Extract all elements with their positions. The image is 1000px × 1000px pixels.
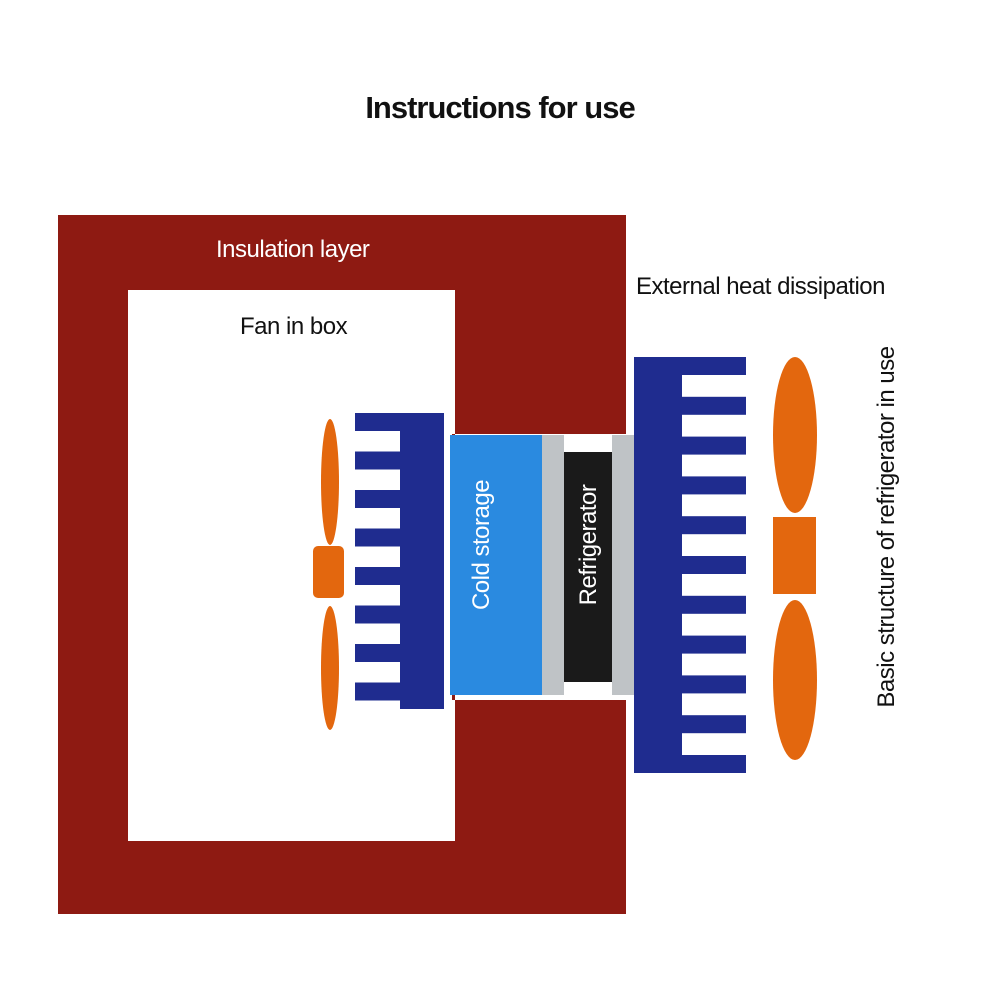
inner-heat-sink-fin — [355, 605, 400, 624]
outer-fan-hub — [773, 517, 816, 594]
outer-heat-sink-fin — [682, 476, 746, 495]
cold-storage-block — [450, 435, 542, 695]
inner-heat-sink-icon — [355, 413, 444, 709]
inner-heat-sink-fin — [355, 490, 400, 508]
outer-heat-sink-fin — [682, 396, 746, 415]
fan-in-box-label: Fan in box — [240, 313, 348, 340]
outer-fan-blade-bottom — [773, 600, 817, 760]
refrigerator-element — [564, 452, 612, 682]
inner-heat-sink-base — [400, 413, 444, 709]
outer-heat-sink-fin — [682, 595, 746, 614]
outer-heat-sink-fin — [682, 715, 746, 734]
page-title: Instructions for use — [365, 90, 635, 125]
contact-plate-right — [612, 435, 634, 695]
cold-storage-label: Cold storage — [468, 479, 495, 611]
basic-structure-label: Basic structure of refrigerator in use — [873, 346, 900, 708]
inner-fan-blade-top — [321, 419, 339, 545]
contact-plate-left — [542, 435, 564, 695]
inner-heat-sink-fin — [355, 644, 400, 662]
outer-fan-icon — [773, 357, 817, 760]
outer-heat-sink-icon — [634, 357, 746, 773]
insulation-layer-label: Insulation layer — [216, 236, 370, 263]
outer-heat-sink-fin — [682, 755, 746, 773]
inner-heat-sink-fin — [355, 567, 400, 585]
outer-heat-sink-base — [634, 357, 682, 773]
inner-fan-hub — [313, 546, 344, 598]
outer-heat-sink-fin — [682, 675, 746, 694]
outer-heat-sink-fin — [682, 556, 746, 574]
refrigerator-label: Refrigerator — [575, 484, 602, 606]
inner-heat-sink-fin — [355, 413, 400, 431]
external-heat-dissipation-label: External heat dissipation — [636, 273, 886, 300]
outer-heat-sink-fin — [682, 357, 746, 375]
outer-heat-sink-fin — [682, 516, 746, 535]
inner-heat-sink-fin — [355, 528, 400, 547]
inner-fan-icon — [313, 419, 344, 730]
outer-heat-sink-fin — [682, 635, 746, 654]
inner-heat-sink-fin — [355, 682, 400, 701]
inner-heat-sink-fin — [355, 451, 400, 470]
insulation-layer — [58, 215, 626, 914]
outer-heat-sink-fin — [682, 436, 746, 455]
inner-fan-blade-bottom — [321, 606, 339, 730]
outer-fan-blade-top — [773, 357, 817, 513]
